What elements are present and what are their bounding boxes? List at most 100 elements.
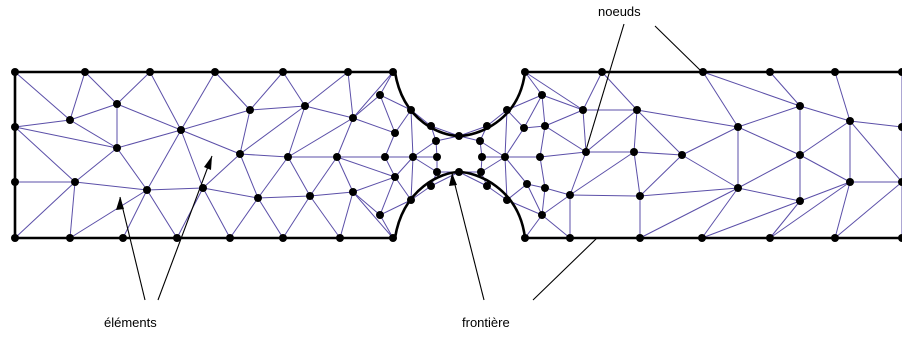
- mesh-edge: [394, 156, 414, 178]
- mesh-node: [389, 68, 397, 76]
- mesh-edge: [309, 195, 341, 239]
- mesh-node: [541, 184, 549, 192]
- mesh-edge: [122, 189, 148, 239]
- mesh-edge: [69, 103, 118, 121]
- mesh-node: [349, 114, 357, 122]
- mesh-edge: [74, 181, 148, 191]
- mesh-node: [66, 234, 74, 242]
- mesh-edge: [412, 140, 437, 158]
- mesh-node: [246, 106, 254, 114]
- mesh-edge: [410, 156, 414, 201]
- mesh-node: [796, 102, 804, 110]
- mesh-node: [898, 68, 902, 76]
- mesh-edge: [249, 71, 284, 111]
- mesh-edge: [633, 151, 683, 156]
- mesh-edge: [799, 154, 851, 183]
- mesh-node: [455, 168, 463, 176]
- mesh-node: [478, 153, 486, 161]
- mesh-edge: [176, 187, 204, 239]
- mesh-node: [541, 122, 549, 130]
- mesh-edge: [569, 151, 587, 196]
- mesh-edge: [384, 132, 396, 158]
- mesh-edge: [69, 181, 76, 239]
- mesh-node: [11, 234, 19, 242]
- mesh-edge: [504, 156, 508, 201]
- mesh-edge: [379, 71, 394, 96]
- mesh-edge: [239, 153, 289, 158]
- mesh-node: [503, 196, 511, 204]
- mesh-node: [113, 100, 121, 108]
- mesh-edge: [769, 181, 851, 239]
- mesh-node: [113, 144, 121, 152]
- label-frontiere: frontière: [462, 315, 510, 330]
- mesh-edge: [287, 105, 306, 158]
- mesh-node: [381, 153, 389, 161]
- mesh-edge: [69, 189, 148, 239]
- mesh-edge: [701, 187, 739, 239]
- arrowhead-frontiere: [449, 173, 457, 186]
- mesh-edge: [202, 187, 231, 239]
- mesh-edge: [541, 194, 571, 216]
- mesh-node: [254, 194, 262, 202]
- mesh-edge: [569, 151, 635, 196]
- mesh-edge: [585, 109, 638, 153]
- mesh-edge: [834, 181, 851, 239]
- mesh-node: [177, 126, 185, 134]
- mesh-node: [898, 123, 902, 131]
- mesh-node: [211, 68, 219, 76]
- mesh-edge: [737, 126, 801, 156]
- mesh-edge: [239, 105, 306, 155]
- mesh-edge: [116, 129, 182, 149]
- mesh-node: [523, 180, 531, 188]
- mesh-edge: [410, 109, 414, 158]
- mesh-edge: [506, 109, 525, 129]
- leader-elements-2: [157, 155, 213, 301]
- mesh-node: [427, 122, 435, 130]
- mesh-edge: [287, 156, 311, 197]
- mesh-edge: [202, 187, 259, 199]
- mesh-edge: [352, 71, 394, 119]
- mesh-edge: [582, 109, 587, 153]
- mesh-edge: [506, 183, 528, 201]
- mesh-edge: [202, 153, 241, 189]
- boundary-upper-notch: [393, 71, 527, 138]
- mesh-edge: [239, 109, 251, 155]
- mesh-node: [306, 192, 314, 200]
- mesh-edge: [336, 156, 396, 178]
- mesh-edge: [458, 125, 488, 137]
- mesh-node: [432, 137, 440, 145]
- mesh-node: [279, 68, 287, 76]
- mesh-nodes: [11, 68, 902, 242]
- mesh-node: [582, 148, 590, 156]
- mesh-edge: [701, 200, 801, 239]
- mesh-node: [566, 191, 574, 199]
- mesh-edge: [737, 105, 801, 128]
- mesh-node: [566, 234, 574, 242]
- mesh-node: [698, 234, 706, 242]
- mesh-node: [146, 68, 154, 76]
- mesh-node: [284, 153, 292, 161]
- mesh-edge: [309, 156, 338, 197]
- mesh-edge: [336, 156, 354, 193]
- mesh-edge: [504, 156, 528, 185]
- mesh-edge: [379, 94, 396, 134]
- mesh-edge: [394, 176, 412, 201]
- mesh-node: [898, 178, 902, 186]
- mesh-edge: [412, 156, 438, 173]
- mesh-edge: [287, 117, 354, 158]
- mesh-node: [846, 178, 854, 186]
- mesh-node: [678, 151, 686, 159]
- mesh-edge: [282, 195, 311, 239]
- arrowhead-elements-2: [204, 156, 212, 170]
- mesh-edge: [257, 156, 289, 199]
- mesh-node: [409, 153, 417, 161]
- mesh-node: [119, 234, 127, 242]
- mesh-edge: [702, 71, 801, 107]
- mesh-edge: [116, 147, 148, 191]
- mesh-edge: [379, 94, 412, 111]
- mesh-node: [11, 123, 19, 131]
- mesh-node: [66, 116, 74, 124]
- mesh-node: [226, 234, 234, 242]
- mesh-edge: [480, 156, 506, 173]
- mesh-node: [483, 182, 491, 190]
